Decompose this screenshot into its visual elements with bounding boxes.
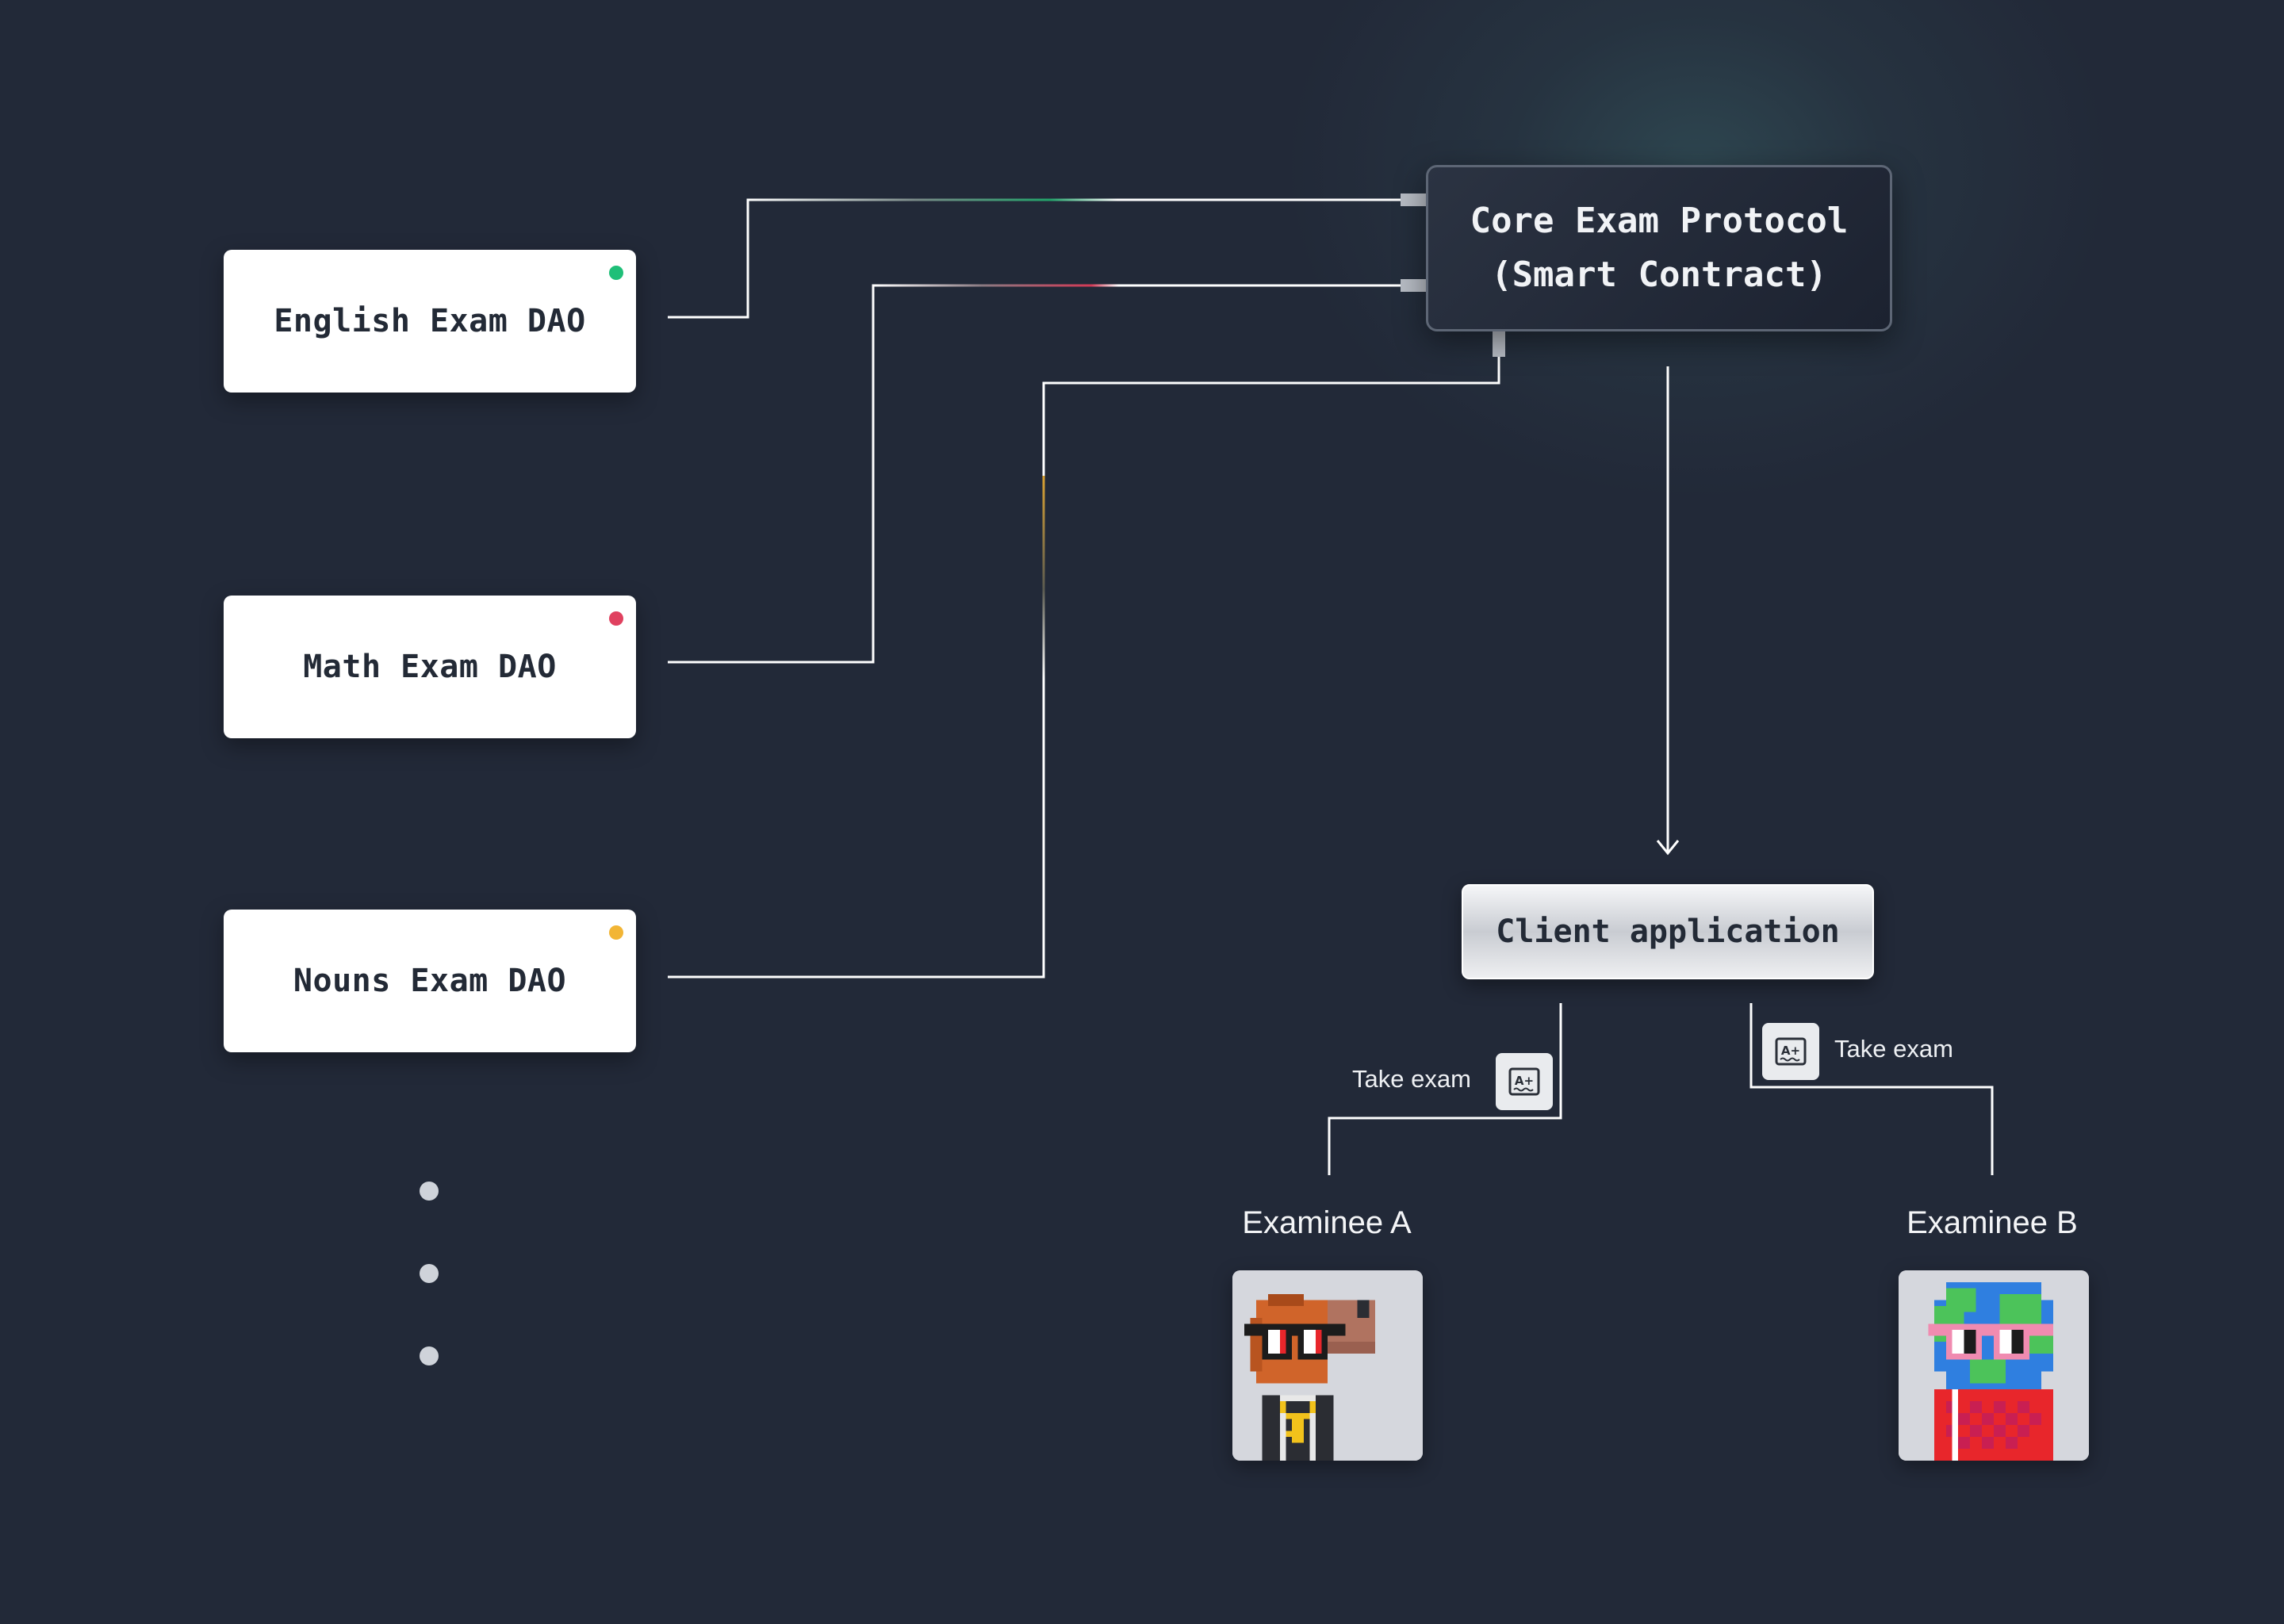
status-dot-green xyxy=(609,266,623,280)
dao-card-math[interactable]: Math Exam DAO xyxy=(224,596,636,738)
arrow-head xyxy=(1656,840,1680,856)
dao-label: Math Exam DAO xyxy=(303,649,557,685)
client-application-node[interactable]: Client application xyxy=(1462,884,1874,979)
wire-nouns-to-core xyxy=(668,349,1500,979)
examinee-a-name: Examinee A xyxy=(1242,1205,1412,1240)
status-dot-red xyxy=(609,611,623,626)
take-exam-label-b: Take exam xyxy=(1834,1035,1953,1063)
dao-card-nouns[interactable]: Nouns Exam DAO xyxy=(224,910,636,1052)
wire-math-to-core xyxy=(668,284,1404,664)
wire-client-to-examinee-a xyxy=(1328,1003,1562,1175)
svg-text:A+: A+ xyxy=(1515,1074,1534,1088)
svg-text:A+: A+ xyxy=(1781,1044,1800,1058)
core-port-middle xyxy=(1401,279,1426,292)
core-port-bottom xyxy=(1493,331,1505,357)
exam-grade-icon: A+ xyxy=(1496,1053,1553,1110)
noun-avatar-icon xyxy=(1899,1270,2089,1461)
examinee-b-avatar[interactable] xyxy=(1899,1270,2089,1461)
noun-avatar-icon xyxy=(1232,1270,1423,1461)
wire-client-to-examinee-b xyxy=(1749,1003,1994,1175)
wire-english-to-core xyxy=(668,198,1404,319)
core-port-top xyxy=(1401,193,1426,206)
more-dot xyxy=(420,1264,439,1283)
core-exam-protocol-node[interactable]: Core Exam Protocol (Smart Contract) xyxy=(1426,165,1892,331)
take-exam-label-a: Take exam xyxy=(1352,1065,1471,1093)
dao-label: English Exam DAO xyxy=(274,303,586,339)
examinee-a-avatar[interactable] xyxy=(1232,1270,1423,1461)
examinee-b-name: Examinee B xyxy=(1907,1205,2078,1240)
dao-label: Nouns Exam DAO xyxy=(293,963,567,999)
exam-grade-icon: A+ xyxy=(1762,1023,1819,1080)
more-dot xyxy=(420,1346,439,1365)
more-dot xyxy=(420,1182,439,1201)
core-subtitle: (Smart Contract) xyxy=(1491,255,1827,295)
client-label: Client application xyxy=(1496,914,1840,950)
core-title: Core Exam Protocol xyxy=(1470,201,1849,241)
dao-card-english[interactable]: English Exam DAO xyxy=(224,250,636,393)
status-dot-yellow xyxy=(609,925,623,940)
